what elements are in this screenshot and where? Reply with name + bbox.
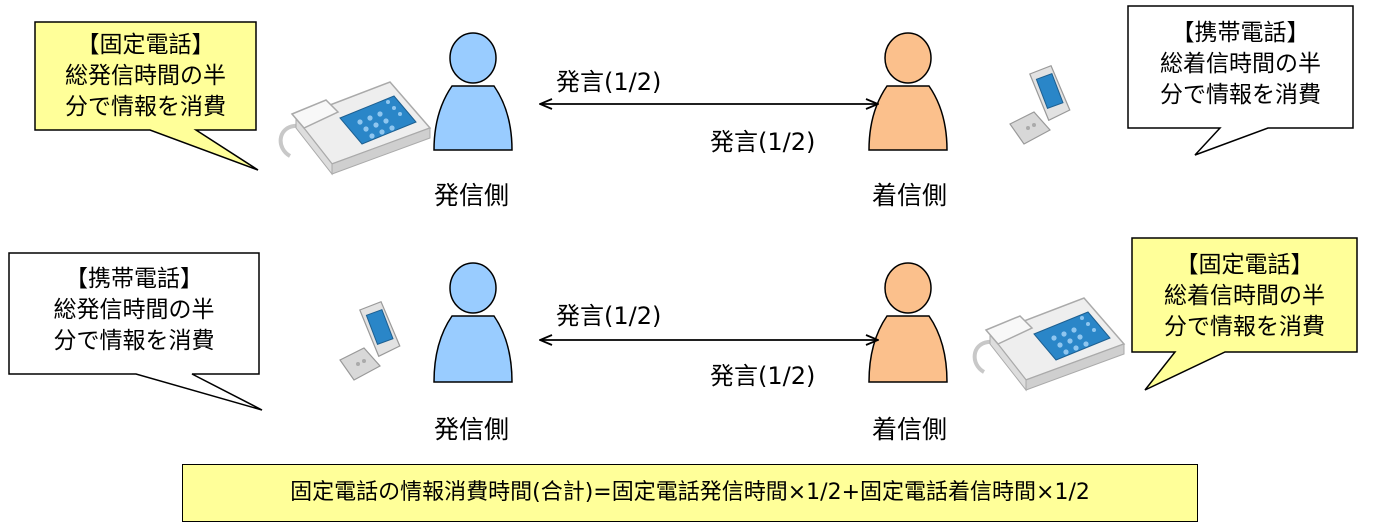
callout-top-left-text: 【固定電話】 総発信時間の半 分で情報を消費 <box>35 30 256 123</box>
callout-line: 総発信時間の半 <box>53 297 215 323</box>
callout-top-left <box>34 21 259 171</box>
callout-top-right <box>1127 5 1354 156</box>
callout-line: 総着信時間の半 <box>1164 283 1325 309</box>
callout-bottom-left <box>8 252 263 411</box>
callout-line: 分で情報を消費 <box>53 328 215 354</box>
receiver-label: 着信側 <box>872 415 948 444</box>
callout-title: 【固定電話】 <box>76 32 215 58</box>
formula-text: 固定電話の情報消費時間(合計)=固定電話発信時間×1/2+固定電話着信時間×1/… <box>290 480 1090 505</box>
callout-title: 【携帯電話】 <box>1171 20 1310 46</box>
speech-label-lower: 発言(1/2) <box>710 128 816 156</box>
desk-phone-icon <box>278 81 432 176</box>
speech-label-lower: 発言(1/2) <box>710 362 816 390</box>
callout-top-right-text: 【携帯電話】 総着信時間の半 分で情報を消費 <box>1128 18 1353 111</box>
callout-line: 分で情報を消費 <box>65 94 226 120</box>
callout-title: 【固定電話】 <box>1175 252 1314 278</box>
formula-box: 固定電話の情報消費時間(合計)=固定電話発信時間×1/2+固定電話着信時間×1/… <box>182 464 1198 522</box>
callout-title: 【携帯電話】 <box>65 266 203 292</box>
mobile-phone-icon <box>339 300 401 381</box>
caller-person-top <box>433 32 513 151</box>
desk-phone-icon <box>972 297 1126 392</box>
callout-line: 総発信時間の半 <box>65 63 226 89</box>
caller-label: 発信側 <box>434 181 510 210</box>
callout-bottom-right <box>1131 237 1358 391</box>
mobile-phone-icon <box>1009 64 1071 145</box>
callout-line: 分で情報を消費 <box>1164 314 1325 340</box>
callout-bottom-right-text: 【固定電話】 総着信時間の半 分で情報を消費 <box>1132 250 1357 343</box>
caller-label: 発信側 <box>434 415 510 444</box>
receiver-label: 着信側 <box>872 181 948 210</box>
callout-line: 分で情報を消費 <box>1160 82 1321 108</box>
speech-label-upper: 発言(1/2) <box>556 302 662 330</box>
caller-person-bottom <box>433 262 513 383</box>
receiver-person-top <box>868 32 948 151</box>
receiver-person-bottom <box>868 262 948 383</box>
speech-label-upper: 発言(1/2) <box>556 68 662 96</box>
callout-bottom-left-text: 【携帯電話】 総発信時間の半 分で情報を消費 <box>9 264 259 357</box>
callout-line: 総着信時間の半 <box>1160 51 1321 77</box>
